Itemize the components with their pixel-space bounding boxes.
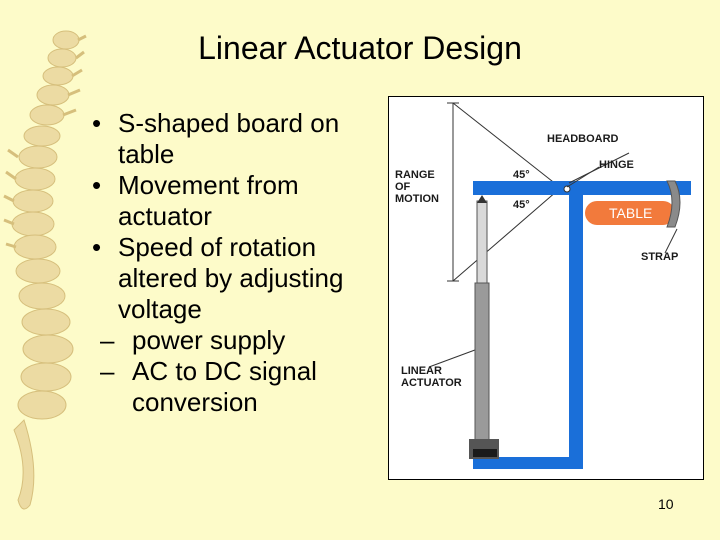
- page-number: 10: [658, 496, 674, 512]
- range-label-line2: OF: [395, 181, 411, 193]
- sub-bullet-list: power supply AC to DC signal conversion: [88, 325, 388, 418]
- headboard-label: HEADBOARD: [547, 133, 619, 145]
- range-label-line1: RANGE: [395, 169, 435, 181]
- slide-title-text: Linear Actuator Design: [198, 30, 522, 66]
- frame-base: [473, 457, 583, 469]
- sub-bullet-item: AC to DC signal conversion: [88, 356, 388, 418]
- slide-title: Linear Actuator Design: [0, 30, 720, 67]
- actuator-label-line2: ACTUATOR: [401, 377, 462, 389]
- table-top-bar: [571, 181, 691, 195]
- headboard-bar: [473, 181, 571, 195]
- table-shape: [585, 201, 675, 225]
- spine-illustration: [3, 30, 87, 510]
- angle-bottom-label: 45°: [513, 199, 530, 211]
- hinge-icon: [563, 185, 571, 193]
- bullet-list: S-shaped board on table Movement from ac…: [88, 108, 388, 418]
- frame-vertical: [569, 195, 583, 467]
- bullet-item: Speed of rotation altered by adjusting v…: [88, 232, 388, 325]
- lower-motion-line: [452, 190, 558, 282]
- table-label: TABLE: [609, 205, 653, 221]
- actuator-label-line1: LINEAR: [401, 365, 442, 377]
- actuator-body: [474, 282, 490, 446]
- range-label-line3: MOTION: [395, 193, 439, 205]
- strap-shape: [666, 180, 681, 228]
- strap-label: STRAP: [641, 251, 679, 263]
- sub-bullet-item: power supply: [88, 325, 388, 356]
- bullet-item: Movement from actuator: [88, 170, 388, 232]
- actuator-diagram: HEADBOARD HINGE RANGE OF MOTION 45° 45° …: [388, 96, 704, 480]
- bullet-item: S-shaped board on table: [88, 108, 388, 170]
- hinge-label: HINGE: [599, 159, 634, 171]
- actuator-diagram-drawing: [428, 102, 691, 469]
- upper-motion-line: [452, 102, 558, 186]
- angle-top-label: 45°: [513, 169, 530, 181]
